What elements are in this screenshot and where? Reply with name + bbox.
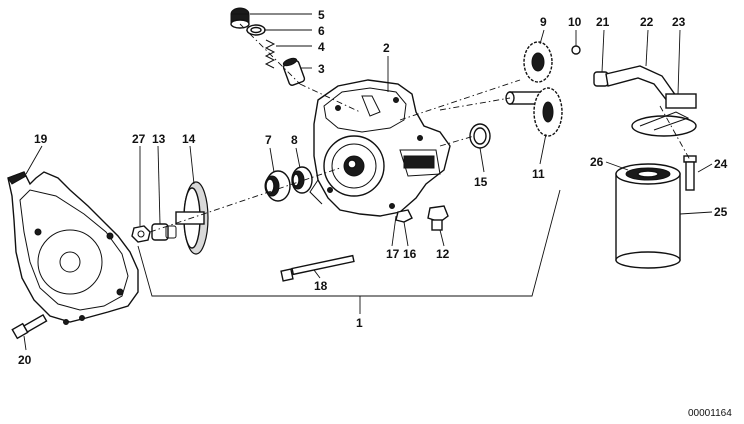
oil-filter-25 — [615, 163, 681, 269]
callout-2: 2 — [383, 41, 390, 55]
plug-5 — [230, 7, 250, 29]
document-number: 00001164 — [688, 408, 732, 419]
callout-14: 14 — [182, 132, 196, 146]
callout-12: 12 — [436, 247, 450, 261]
callout-5: 5 — [318, 8, 325, 22]
callout-9: 9 — [540, 15, 547, 29]
callout-23: 23 — [672, 15, 686, 29]
callout-18: 18 — [314, 279, 328, 293]
washer-13 — [151, 223, 177, 241]
callout-27: 27 — [132, 132, 146, 146]
callout-1: 1 — [356, 316, 363, 330]
callout-22: 22 — [640, 15, 654, 29]
bearing-8 — [291, 166, 313, 194]
callout-26: 26 — [590, 155, 604, 169]
gear-9 — [523, 41, 553, 83]
gear-shaft-11 — [505, 87, 563, 137]
callout-3: 3 — [318, 62, 325, 76]
callout-16: 16 — [403, 247, 417, 261]
callout-21: 21 — [596, 15, 610, 29]
suction-pipe — [593, 65, 697, 137]
callout-19: 19 — [34, 132, 48, 146]
callout-15: 15 — [474, 175, 488, 189]
bolt-20 — [11, 313, 48, 340]
nut-27 — [131, 225, 151, 243]
callout-11: 11 — [532, 167, 545, 181]
seal-ring-6 — [246, 24, 266, 36]
callout-25: 25 — [714, 205, 728, 219]
callout-7: 7 — [265, 133, 272, 147]
bearing-7 — [264, 170, 291, 202]
callout-10: 10 — [568, 15, 582, 29]
callout-13: 13 — [152, 132, 166, 146]
o-ring-15 — [469, 123, 491, 149]
cover-plate — [7, 171, 139, 325]
bolt-24 — [683, 155, 697, 191]
callout-24: 24 — [714, 157, 728, 171]
plug-16 — [395, 209, 413, 223]
callout-6: 6 — [318, 24, 325, 38]
callout-4: 4 — [318, 40, 325, 54]
pump-housing — [309, 79, 451, 217]
screw-12 — [427, 205, 449, 231]
callout-8: 8 — [291, 133, 298, 147]
long-bolt-18 — [280, 254, 355, 282]
callout-20: 20 — [18, 353, 32, 367]
piston-3 — [282, 57, 306, 86]
callout-17: 17 — [386, 247, 400, 261]
pin-10 — [571, 45, 581, 55]
